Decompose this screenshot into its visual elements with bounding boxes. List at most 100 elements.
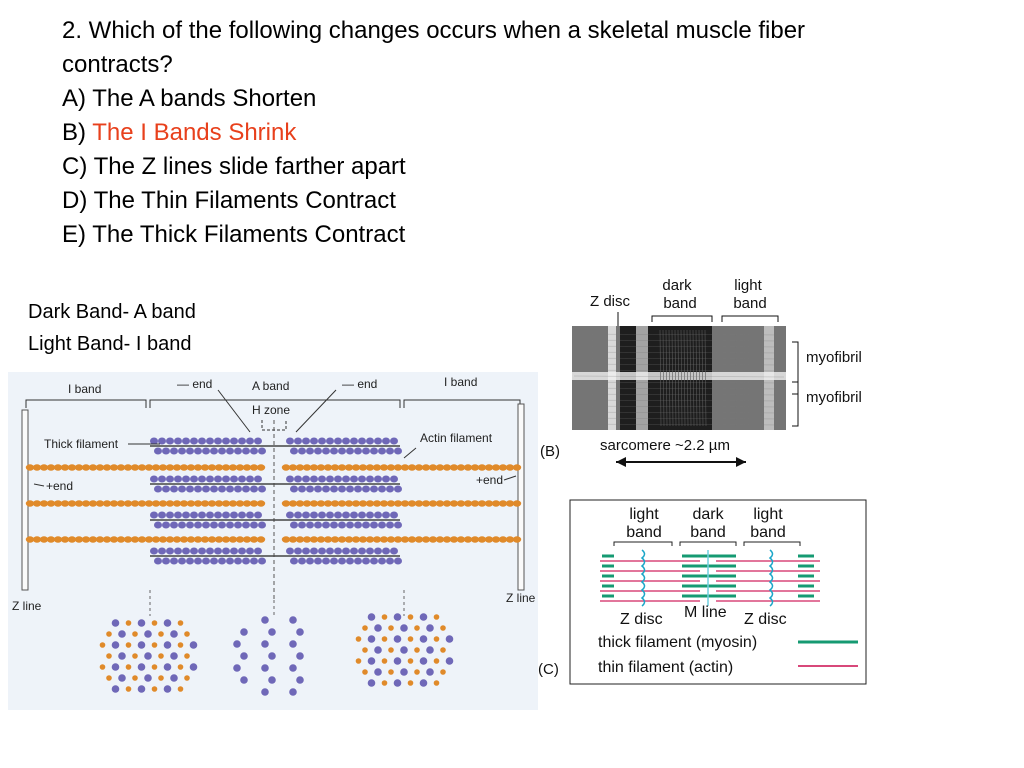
label-a-band: A band: [252, 379, 289, 393]
myosin-head: [370, 557, 378, 565]
actin-dot: [125, 664, 132, 670]
myosin-head: [250, 447, 258, 455]
myosin-dot: [445, 635, 454, 643]
myosin-head: [210, 521, 218, 529]
myosin-head: [166, 547, 174, 555]
actin-dot: [362, 625, 368, 631]
correct-answer: The I Bands Shrink: [92, 119, 297, 146]
actin-dot: [414, 669, 420, 675]
myosin-head: [246, 547, 254, 555]
myosin-head: [294, 475, 302, 483]
actin-dot: [106, 675, 112, 681]
actin-bead: [372, 464, 382, 471]
myosin-head: [370, 447, 378, 455]
myosin-head: [178, 447, 186, 455]
actin-bead: [88, 464, 98, 471]
myosin-head: [382, 475, 390, 483]
option-b: B) The I Bands Shrink: [62, 119, 297, 146]
actin-bead: [393, 500, 403, 507]
myosin-head: [354, 521, 362, 529]
myosin-head: [378, 557, 386, 565]
actin-dot: [407, 614, 414, 620]
label-panel-c: (C): [538, 661, 559, 678]
myosin-dot: [296, 676, 304, 684]
myosin-dot: [393, 657, 402, 665]
myosin-dot: [137, 663, 146, 671]
myosin-head: [294, 437, 302, 445]
actin-bead: [60, 500, 70, 507]
myosin-head: [186, 521, 194, 529]
actin-bead: [512, 464, 522, 471]
myosin-head: [226, 447, 234, 455]
actin-bead: [158, 500, 168, 507]
label-end-right: — end: [342, 377, 377, 391]
actin-bead: [323, 464, 333, 471]
myosin-head: [358, 511, 366, 519]
label-z-disc-b: Z disc: [590, 293, 631, 310]
myosin-head: [330, 447, 338, 455]
myosin-head: [254, 475, 262, 483]
myosin-head: [230, 511, 238, 519]
actin-bead: [393, 536, 403, 543]
actin-bead: [309, 500, 319, 507]
myosin-head: [246, 437, 254, 445]
actin-bead: [351, 464, 361, 471]
myosin-head: [186, 557, 194, 565]
myosin-head: [310, 437, 318, 445]
myosin-head: [358, 547, 366, 555]
actin-bead: [179, 500, 189, 507]
myosin-head: [374, 475, 382, 483]
actin-bead: [337, 536, 347, 543]
myosin-dot: [170, 630, 178, 638]
myosin-head: [378, 485, 386, 493]
actin-dot: [132, 653, 138, 659]
myosin-head: [386, 521, 394, 529]
myosin-head: [234, 521, 242, 529]
actin-dot: [355, 658, 362, 664]
myosin-dot: [170, 674, 178, 682]
myosin-head: [198, 547, 206, 555]
z-line-left-bar: [21, 409, 29, 591]
actin-dot: [99, 642, 106, 648]
myosin-dot: [374, 646, 382, 654]
actin-bead: [67, 536, 77, 543]
myosin-head: [226, 485, 234, 493]
myosin-head: [310, 475, 318, 483]
actin-bead: [88, 536, 98, 543]
myosin-head: [190, 437, 198, 445]
myosin-head: [338, 447, 346, 455]
actin-bead: [400, 464, 410, 471]
actin-bead: [407, 536, 417, 543]
myosin-head: [206, 547, 214, 555]
myosin-dot: [268, 628, 276, 636]
myosin-head: [154, 557, 162, 565]
actin-bead: [379, 536, 389, 543]
myosin-dot: [137, 641, 146, 649]
actin-bead: [67, 464, 77, 471]
actin-bead: [400, 500, 410, 507]
myosin-head: [326, 475, 334, 483]
actin-dot: [388, 625, 394, 631]
myosin-head: [314, 521, 322, 529]
actin-bead: [137, 464, 147, 471]
actin-bead: [46, 536, 56, 543]
actin-filaments: [25, 464, 522, 543]
myosin-head: [150, 475, 158, 483]
myosin-head: [326, 547, 334, 555]
actin-bead: [123, 536, 133, 543]
myosin-head: [238, 437, 246, 445]
myosin-head: [370, 485, 378, 493]
actin-bead: [179, 536, 189, 543]
myosin-dot: [111, 685, 120, 693]
myosin-head: [322, 557, 330, 565]
actin-bead: [123, 500, 133, 507]
myosin-head: [298, 447, 306, 455]
myosin-dot: [289, 688, 297, 696]
actin-bead: [151, 464, 161, 471]
actin-bead: [295, 500, 305, 507]
myosin-dot: [111, 619, 120, 627]
myosin-dot: [233, 640, 241, 648]
label-h-zone: H zone: [252, 403, 290, 417]
